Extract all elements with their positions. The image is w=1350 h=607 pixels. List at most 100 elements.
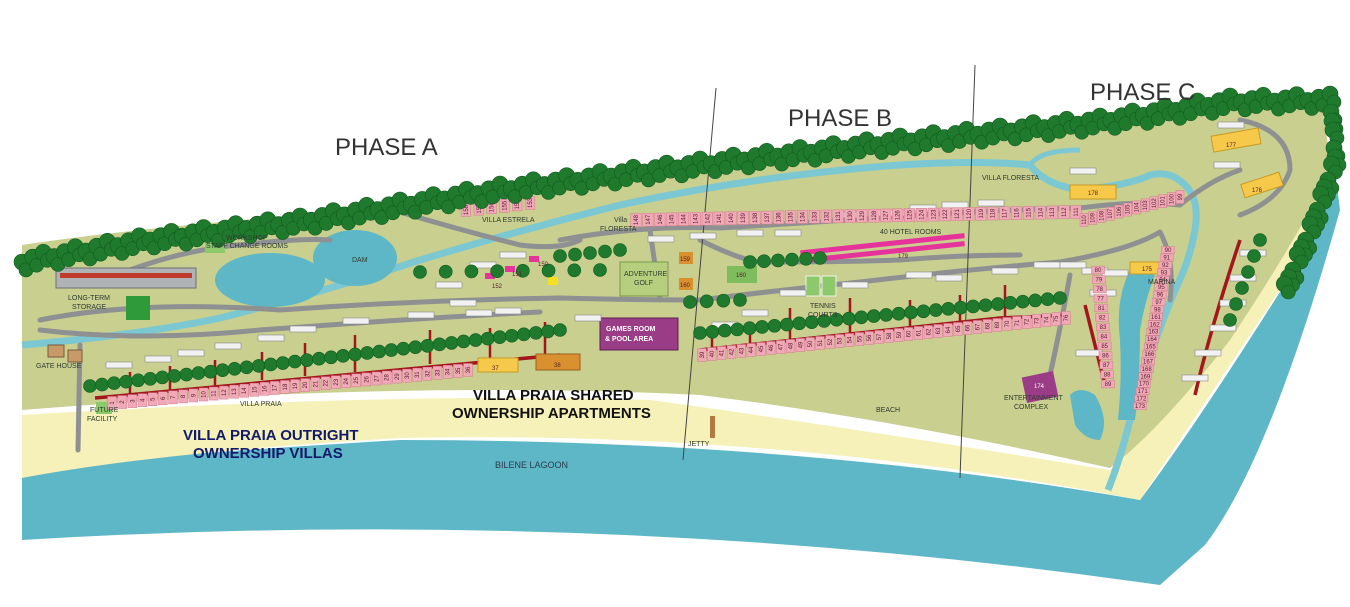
unit-number: 105 — [1126, 204, 1132, 215]
unit-number: 120 — [967, 208, 973, 219]
staff-change-label: STAFF CHANGE ROOMS — [206, 243, 288, 250]
unit-number: 8 — [181, 394, 187, 398]
unit-number: 25 — [354, 376, 360, 383]
unit-plot: 102 — [1149, 196, 1159, 211]
unit-plot: 52 — [825, 335, 835, 349]
unit-number: 107 — [1108, 208, 1114, 219]
unit-plot: 54 — [845, 333, 855, 347]
unit-plot: 79 — [1092, 275, 1106, 284]
unit-plot: 47 — [776, 340, 786, 354]
tree — [1040, 292, 1055, 307]
unit-number: 63 — [936, 327, 942, 334]
unit-number: 57 — [877, 333, 883, 340]
dam-lake-right — [313, 230, 397, 286]
building-159-label: 159 — [680, 257, 691, 263]
tree — [324, 350, 338, 365]
tree — [516, 264, 530, 278]
tree — [583, 246, 597, 260]
building-roof — [499, 251, 527, 259]
building-175-label: 175 — [1142, 267, 1153, 273]
unit-number: 109 — [1091, 212, 1097, 223]
tree — [360, 346, 374, 360]
unit-number: 78 — [1096, 287, 1103, 293]
building-roof — [465, 309, 493, 317]
tree — [598, 244, 612, 259]
unit-number: 65 — [956, 325, 962, 332]
unit-plot: 5 — [147, 392, 158, 406]
unit-number: 98 — [1154, 307, 1161, 313]
building-roof — [105, 361, 133, 369]
building-roof — [741, 309, 769, 317]
unit-plot: 63 — [933, 324, 943, 338]
unit-number: 12 — [222, 389, 228, 396]
building-roof — [1075, 349, 1103, 357]
dam-lake-left — [215, 253, 325, 307]
unit-number: 135 — [789, 212, 795, 223]
building-roof — [289, 325, 317, 333]
unit-number: 53 — [838, 337, 844, 344]
games-room-box — [599, 317, 679, 351]
unit-plot: 88 — [1100, 370, 1114, 379]
unit-plot: 15 — [249, 383, 260, 397]
unit-plot: 161 — [1149, 313, 1163, 321]
unit-plot: 103 — [1140, 198, 1150, 213]
forest-tree — [1280, 284, 1296, 300]
tree — [916, 304, 931, 319]
tree — [966, 299, 980, 314]
tree — [95, 377, 109, 392]
unit-plot: 83 — [1096, 322, 1110, 332]
unit-number: 58 — [887, 332, 893, 339]
unit-number: 14 — [242, 387, 248, 394]
unit-number: 84 — [1100, 335, 1107, 341]
unit-plot: 34 — [442, 365, 453, 379]
unit-plot: 24 — [341, 374, 351, 389]
unit-plot: 18 — [280, 380, 290, 394]
tree — [1003, 296, 1018, 310]
tree — [143, 372, 158, 386]
unit-plot: 166 — [1142, 350, 1157, 358]
unit-number: 169 — [1140, 374, 1151, 380]
unit-number: 103 — [1143, 200, 1149, 211]
tree — [941, 302, 956, 316]
unit-plot: 170 — [1137, 379, 1151, 388]
unit-number: 24 — [344, 377, 350, 384]
unit-plot: 1 — [107, 396, 117, 410]
unit-number: 68 — [985, 322, 991, 329]
unit-plot: 7 — [168, 390, 178, 405]
unit-number: 164 — [1147, 337, 1158, 343]
forest-border — [13, 85, 1347, 300]
unit-plot: 50 — [805, 337, 815, 351]
unit-number: 95 — [1158, 285, 1165, 291]
unit-number: 130 — [848, 210, 854, 221]
building-150-label: 150 — [538, 262, 549, 268]
unit-number: 91 — [1163, 255, 1170, 261]
unit-number: 29 — [395, 373, 401, 380]
unit-plot: 130 — [844, 209, 856, 223]
tree — [107, 376, 121, 390]
unit-plot: 10 — [198, 387, 209, 402]
phase-divider-ab — [682, 87, 717, 461]
tree — [757, 254, 771, 269]
unit-number: 123 — [931, 209, 937, 220]
tree — [541, 324, 555, 339]
unit-number: 138 — [753, 212, 759, 223]
tree — [492, 330, 507, 344]
unit-plot: 9 — [188, 388, 199, 403]
unit-plot: 96 — [1153, 290, 1167, 299]
apartment-176 — [1240, 171, 1284, 199]
unit-number: 125 — [908, 209, 914, 220]
unit-plot: 91 — [1159, 253, 1174, 261]
unit-number: 167 — [1143, 359, 1154, 365]
unit-plot: 69 — [992, 318, 1002, 332]
tree — [468, 333, 483, 347]
tree — [854, 310, 869, 325]
building-160b-label: 160 — [680, 283, 691, 289]
unit-number: 134 — [800, 211, 806, 222]
unit-number: 148 — [634, 214, 640, 225]
tree — [613, 243, 627, 257]
unit-number: 70 — [1005, 320, 1011, 327]
unit-plot: 73 — [1031, 314, 1042, 328]
entertainment-label-1: ENTERTAINMENT — [1004, 395, 1064, 402]
apartment-178 — [1069, 184, 1117, 200]
